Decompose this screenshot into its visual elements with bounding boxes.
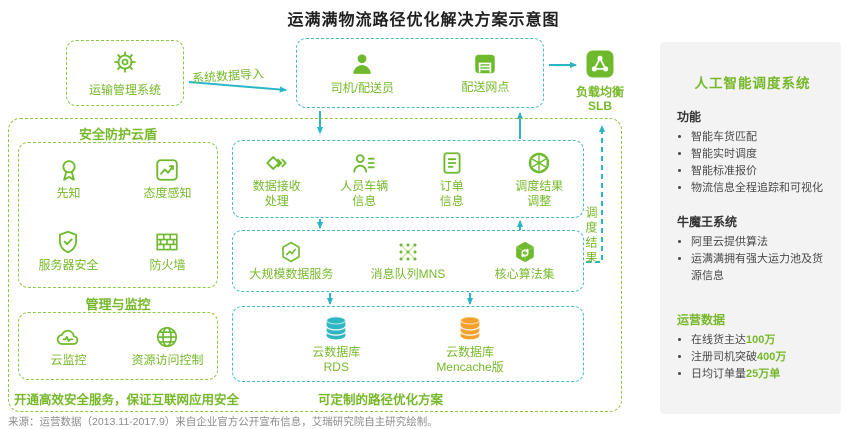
panel-section-niumowang: 牛魔王系统 阿里云提供算法 运满满拥有强大运力池及货源信息: [677, 213, 828, 285]
panel-section-operations: 运营数据 在线货主达100万 注册司机突破400万 日均订单量25万单: [677, 311, 828, 383]
monitor-item-cloud: 云监控: [50, 324, 87, 368]
feature-item: 物流信息全程追踪和可视化: [691, 180, 828, 197]
network-sphere-icon: [526, 150, 552, 176]
pipeline-row2-box: 大规模数据服务 消息队列MNS 核心算法集: [232, 230, 584, 292]
garage-icon: [472, 51, 498, 77]
load-balancer-icon: [583, 47, 617, 86]
feature-item: 智能实时调度: [691, 146, 828, 163]
ai-dispatch-panel: 人工智能调度系统 功能 智能车货匹配 智能实时调度 智能标准报价 物流信息全程追…: [660, 42, 841, 414]
monitor-item-access: 资源访问控制: [131, 324, 204, 368]
shield-check-icon: [55, 229, 81, 255]
person-vehicle-icon: [351, 150, 377, 176]
highlight-number: 25万单: [746, 368, 781, 381]
item-label: 防火墙: [149, 258, 186, 273]
station-label: 配送网点: [461, 80, 510, 95]
firewall-icon: [154, 229, 180, 255]
driver-person-icon: [348, 50, 376, 78]
pipeline-item-memcache: 云数据库 Mencache版: [436, 314, 504, 374]
operations-item: 在线货主达100万: [691, 332, 828, 349]
security-item-xianzhi: 先知: [56, 157, 82, 200]
operations-item: 日均订单量25万单: [691, 366, 828, 383]
operations-item: 注册司机突破400万: [691, 349, 828, 366]
data-receive-icon: [264, 150, 290, 176]
field-box: 司机/配送员 配送网点: [296, 38, 544, 108]
item-label: 先知: [56, 186, 81, 201]
order-doc-icon: [439, 150, 465, 176]
item-label: 大规模数据服务: [249, 267, 334, 282]
pipeline-item-rds: 云数据库 RDS: [312, 314, 361, 374]
item-label: 核心算法集: [494, 267, 555, 282]
item-label: 云数据库 RDS: [312, 345, 361, 374]
section-heading-niumowang: 牛魔王系统: [677, 215, 738, 230]
pipeline-item-person-vehicle: 人员车辆 信息: [340, 150, 389, 208]
cloud-monitor-icon: [55, 324, 81, 350]
niumowang-item: 运满满拥有强大运力池及货源信息: [691, 251, 828, 285]
operations-list: 在线货主达100万 注册司机突破400万 日均订单量25万单: [677, 332, 828, 383]
pipeline-item-dispatch-adjust: 调度结果 调整: [515, 150, 564, 208]
panel-section-features: 功能 智能车货匹配 智能实时调度 智能标准报价 物流信息全程追踪和可视化: [677, 108, 828, 197]
security-section-title: 安全防护云盾: [78, 127, 157, 142]
slb-label: 负载均衡 SLB: [568, 85, 632, 114]
driver-item: 司机/配送员: [331, 50, 394, 95]
item-label: 调度结果 调整: [515, 179, 564, 208]
feature-item: 智能车货匹配: [691, 129, 828, 146]
gear-icon: [112, 49, 138, 80]
section-heading-features: 功能: [677, 110, 702, 124]
database-teal-icon: [322, 314, 350, 342]
pipeline-item-bigdata: 大规模数据服务: [249, 240, 333, 281]
niumowang-list: 阿里云提供算法 运满满拥有强大运力池及货源信息: [677, 234, 828, 285]
security-item-server: 服务器安全: [38, 229, 99, 273]
item-label: 消息队列MNS: [370, 267, 446, 282]
pipeline-item-algorithms: 核心算法集: [495, 240, 555, 281]
cube-sync-icon: [513, 240, 537, 264]
monitor-section-title: 管理与监控: [85, 297, 151, 312]
security-item-awareness: 态度感知: [143, 157, 192, 201]
section-heading-operations: 运营数据: [677, 313, 726, 328]
item-label: 态度感知: [143, 186, 192, 201]
pipeline-item-order: 订单 信息: [439, 150, 465, 208]
highlight-number: 400万: [757, 351, 787, 364]
panel-title: 人工智能调度系统: [694, 76, 811, 91]
medal-icon: [56, 157, 82, 183]
pipeline-item-data-receive: 数据接收 处理: [252, 150, 301, 208]
highlight-number: 100万: [746, 334, 776, 347]
database-orange-icon: [456, 314, 484, 342]
hexagon-chart-icon: [279, 240, 303, 264]
item-label: 人员车辆 信息: [340, 179, 389, 208]
item-label: 云监控: [50, 353, 87, 368]
features-list: 智能车货匹配 智能实时调度 智能标准报价 物流信息全程追踪和可视化: [677, 129, 828, 197]
dot-matrix-icon: [396, 240, 420, 264]
driver-label: 司机/配送员: [330, 81, 394, 96]
slb-label-line2: SLB: [588, 99, 612, 114]
security-item-firewall: 防火墙: [149, 229, 186, 273]
pipeline-item-mns: 消息队列MNS: [370, 240, 446, 282]
solution-frame: [8, 118, 622, 412]
item-label: 云数据库 Mencache版: [436, 345, 504, 374]
dispatch-result-label: 调度结果: [584, 206, 598, 266]
feature-item: 智能标准报价: [691, 163, 828, 180]
pipeline-row3-box: 云数据库 RDS 云数据库 Mencache版: [232, 306, 584, 382]
niumowang-item: 阿里云提供算法: [691, 234, 828, 251]
item-label: 订单 信息: [439, 179, 464, 208]
globe-icon: [154, 324, 180, 350]
page-title: 运满满物流路径优化解决方案示意图: [287, 12, 560, 29]
pipeline-caption: 可定制的路径优化方案: [318, 393, 444, 407]
item-label: 资源访问控制: [131, 353, 204, 368]
item-label: 服务器安全: [38, 258, 99, 273]
transport-management-box: 运输管理系统: [66, 40, 184, 106]
item-label: 数据接收 处理: [252, 179, 301, 208]
tms-label: 运输管理系统: [88, 82, 161, 97]
security-caption: 开通高效安全服务，保证互联网应用安全: [14, 393, 240, 407]
pipeline-row1-box: 数据接收 处理 人员车辆 信息 订单 信息: [232, 140, 584, 218]
import-arrow-label: 系统数据导入: [191, 66, 265, 86]
station-item: 配送网点: [461, 51, 509, 94]
trend-chart-icon: [154, 157, 180, 183]
security-box: 先知 态度感知 服务器安全 防火墙: [18, 142, 218, 288]
slb-label-line1: 负载均衡: [575, 85, 624, 99]
source-note: 来源：运营数据（2013.11-2017.9）来自企业官方公开宣布信息，艾瑞研究…: [8, 416, 438, 428]
monitor-box: 云监控 资源访问控制: [18, 312, 218, 380]
